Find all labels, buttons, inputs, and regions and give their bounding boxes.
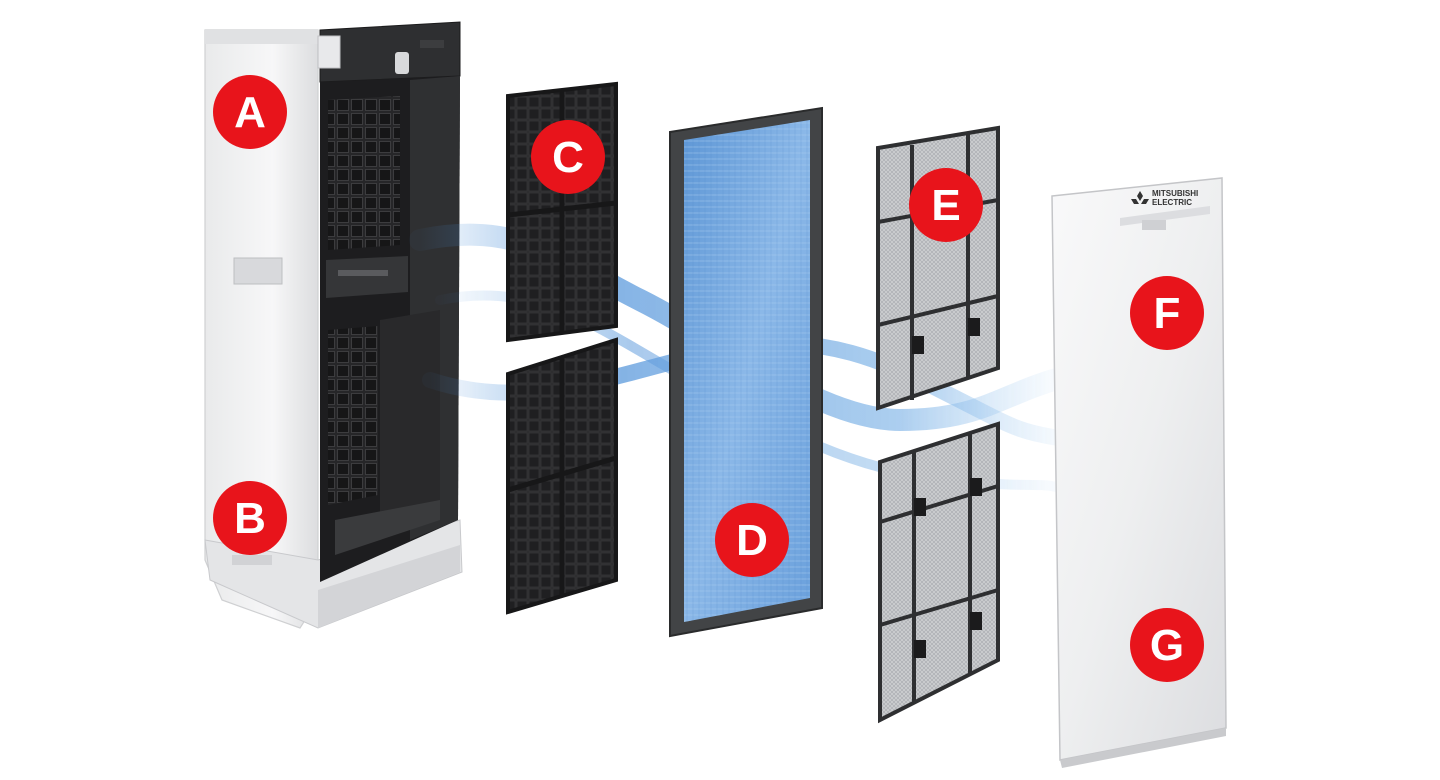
label-g-text: G <box>1150 621 1184 670</box>
purifier-housing <box>204 21 463 629</box>
carbon-filter-lower <box>506 337 618 615</box>
brand-name-line1: MITSUBISHI <box>1152 189 1198 198</box>
label-badge-e: E <box>909 168 983 242</box>
pre-filter-lower <box>878 421 1000 724</box>
label-badge-g: G <box>1130 608 1204 682</box>
label-badge-f: F <box>1130 276 1204 350</box>
label-badge-b: B <box>213 481 287 555</box>
label-badge-c: C <box>531 120 605 194</box>
three-diamonds-icon <box>1131 191 1149 204</box>
label-f-text: F <box>1154 289 1181 338</box>
label-d-text: D <box>736 516 768 565</box>
label-badge-d: D <box>715 503 789 577</box>
label-c-text: C <box>552 133 584 182</box>
hepa-filter <box>669 106 823 638</box>
label-badge-a: A <box>213 75 287 149</box>
front-panel <box>1051 177 1227 768</box>
brand-name-line2: ELECTRIC <box>1152 198 1192 207</box>
label-a-text: A <box>234 88 266 137</box>
label-b-text: B <box>234 494 266 543</box>
label-e-text: E <box>931 181 960 230</box>
